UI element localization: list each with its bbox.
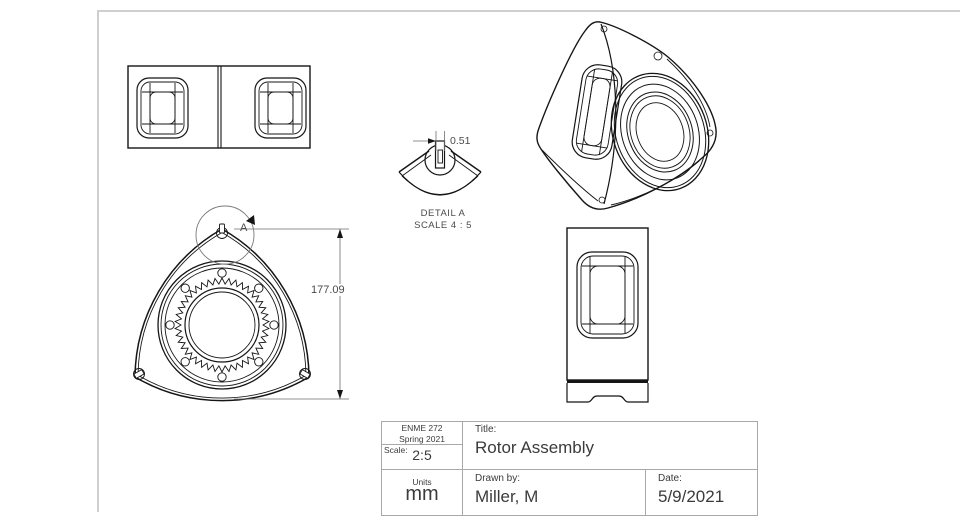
drawn-by-label: Drawn by: [475, 473, 521, 484]
date-label: Date: [658, 473, 682, 484]
title-block: ENME 272 Spring 2021 Scale: 2:5 Title: R… [381, 421, 758, 516]
units-label: Units [412, 477, 432, 487]
title-label: Title: [475, 424, 497, 435]
bolt-hole [269, 320, 279, 330]
view-detail-a [398, 131, 482, 196]
sheet-border-left [97, 10, 99, 512]
view-isometric [536, 21, 717, 210]
course-name: ENME 272 [401, 423, 443, 433]
scale-label: Scale: [384, 445, 408, 455]
drawn-by-value: Miller, M [475, 487, 539, 506]
detail-a-scale: SCALE 4 : 5 [414, 220, 472, 231]
dimension-seal-slot [413, 131, 445, 151]
dimension-slot-text: 0.51 [448, 135, 473, 147]
course-term: Spring 2021 [399, 433, 445, 444]
drawing-title: Rotor Assembly [475, 438, 595, 457]
course-block: ENME 272 Spring 2021 [382, 422, 462, 445]
bolt-hole [217, 268, 227, 278]
bolt-hole [217, 372, 227, 382]
bolt-hole [254, 357, 264, 367]
dimension-height-text: 177.09 [309, 284, 347, 296]
view-top [127, 65, 311, 149]
view-side [566, 227, 649, 403]
date-value: 5/9/2021 [658, 487, 725, 506]
bolt-hole [254, 283, 264, 293]
sheet-border-top [97, 10, 960, 12]
bolt-hole [180, 357, 190, 367]
view-front-rotor [133, 223, 311, 402]
scale-value: 2:5 [412, 447, 432, 463]
detail-marker-circle [195, 205, 255, 265]
detail-a-name: DETAIL A [420, 208, 466, 219]
bolt-hole [180, 283, 190, 293]
units-value: mm [405, 483, 439, 505]
detail-marker-letter: A [240, 222, 248, 234]
bolt-hole [165, 320, 175, 330]
